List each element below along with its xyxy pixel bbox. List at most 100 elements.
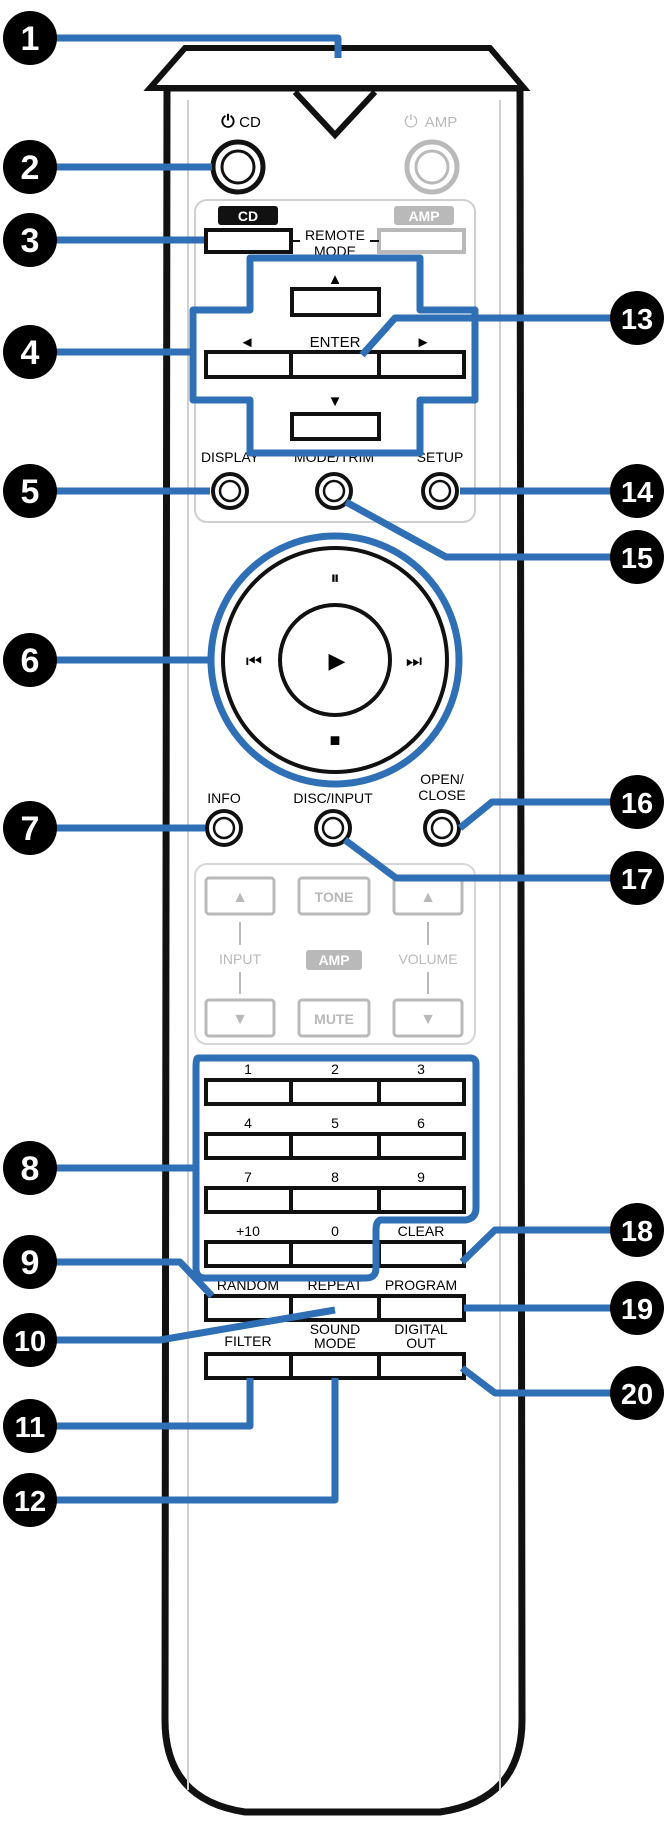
amp-power-button[interactable]	[404, 139, 460, 195]
callout-badge-5	[3, 464, 57, 518]
callout-badge-6	[3, 633, 57, 687]
row-a: DISPLAY MODE/TRIM SETUP	[201, 449, 463, 510]
callout-badge-8	[3, 1141, 57, 1195]
amp-power-icon: ⏻	[404, 112, 418, 131]
row-b: INFO DISC/INPUT OPEN/ CLOSE	[205, 771, 466, 847]
tone-button[interactable]	[297, 876, 371, 916]
key-4-label: 4	[244, 1115, 252, 1131]
mute-button[interactable]	[297, 998, 371, 1038]
cursor-highlight	[189, 254, 479, 457]
digital-out-button[interactable]	[377, 1352, 466, 1380]
cursor-down-button[interactable]	[290, 412, 381, 441]
callout-line-12	[42, 1378, 339, 1504]
key-1-button[interactable]	[204, 1078, 293, 1106]
filter-button[interactable]	[204, 1352, 293, 1380]
amp-section: ▲ TONE ▲ INPUT AMP VOLUME ▼ MUTE ▼	[194, 863, 476, 1045]
amp-power: ⏻ AMP	[404, 112, 460, 195]
display-label: DISPLAY	[201, 449, 260, 465]
callout-badge-11	[3, 1399, 57, 1453]
key-1-label: 1	[244, 1061, 252, 1077]
cursor-left-glyph: ◄	[240, 334, 255, 351]
cursor-up-glyph: ▲	[328, 271, 343, 288]
key-8-button[interactable]	[289, 1186, 381, 1214]
cursor-up-button[interactable]	[290, 287, 381, 317]
pause-icon[interactable]: ⏸	[331, 568, 340, 588]
mute-label: MUTE	[314, 1011, 354, 1027]
callout-badge-2	[3, 140, 57, 194]
play-button[interactable]	[278, 603, 392, 717]
key-5-button[interactable]	[289, 1132, 381, 1160]
callout-badge-16	[610, 775, 664, 829]
info-button[interactable]	[205, 809, 243, 847]
filter-label: FILTER	[224, 1333, 271, 1349]
cursor-left-button[interactable]	[204, 350, 293, 379]
callout-number-16: 16	[621, 788, 653, 820]
callout-number-13: 13	[621, 304, 653, 336]
disc-input-label: DISC/INPUT	[293, 790, 373, 806]
cursor-right-button[interactable]	[377, 350, 466, 379]
setup-button[interactable]	[421, 472, 459, 510]
cd-power-button[interactable]	[210, 139, 266, 195]
amp-section-tag-text: AMP	[318, 952, 349, 968]
volume-up-glyph: ▲	[420, 889, 436, 906]
callout-line-11	[42, 1378, 254, 1430]
callout-line-13	[359, 314, 620, 358]
input-up-button[interactable]	[204, 876, 276, 916]
open-close-label-1: OPEN/	[420, 771, 464, 787]
callout-number-2: 2	[21, 149, 40, 187]
key-7-button[interactable]	[204, 1186, 293, 1214]
callout-line-10	[42, 1306, 336, 1344]
callout-badges: 1 2 3 4 5 6 7 8 9 10 11 12 13 14 15 16 1	[3, 11, 664, 1527]
key-5-label: 5	[331, 1115, 339, 1131]
key-0-button[interactable]	[289, 1240, 381, 1268]
key-0-label: 0	[331, 1223, 339, 1239]
callout-line-16	[457, 798, 620, 831]
input-down-button[interactable]	[204, 998, 276, 1038]
amp-power-label: AMP	[425, 114, 458, 131]
open-close-button[interactable]	[423, 809, 461, 847]
key-4-button[interactable]	[204, 1132, 293, 1160]
callout-number-9: 9	[21, 1244, 40, 1282]
volume-down-button[interactable]	[392, 998, 464, 1038]
prev-icon[interactable]: ⏮	[246, 651, 262, 671]
remote-mode-amp-button[interactable]	[377, 228, 466, 254]
key-6-button[interactable]	[377, 1132, 466, 1160]
clear-label: CLEAR	[398, 1223, 445, 1239]
key-6-label: 6	[417, 1115, 425, 1131]
key-9-button[interactable]	[377, 1186, 466, 1214]
callout-number-10: 10	[14, 1326, 46, 1358]
open-close-label-2: CLOSE	[418, 787, 465, 803]
callout-line-1	[40, 34, 342, 58]
callout-badge-18	[610, 1203, 664, 1257]
callout-number-4: 4	[21, 334, 40, 372]
mode-trim-button[interactable]	[315, 472, 353, 510]
next-icon[interactable]: ⏭	[406, 651, 422, 671]
clear-button[interactable]	[377, 1240, 466, 1268]
key-8-label: 8	[331, 1169, 339, 1185]
cursor-right-glyph: ►	[416, 334, 431, 351]
callout-number-15: 15	[621, 543, 653, 575]
display-button[interactable]	[211, 472, 249, 510]
disc-input-button[interactable]	[314, 809, 352, 847]
cursor-cluster: ▲ ◄ ENTER ► ▼	[204, 271, 466, 441]
stop-icon[interactable]: ■	[330, 730, 341, 750]
remote-mode-cd-button[interactable]	[204, 228, 293, 254]
key-2-button[interactable]	[289, 1078, 381, 1106]
sound-mode-button[interactable]	[289, 1352, 381, 1380]
callout-line-15	[344, 498, 620, 561]
program-button[interactable]	[377, 1294, 466, 1322]
callout-number-5: 5	[21, 473, 40, 511]
amp-panel	[194, 863, 476, 1045]
number-keypad: 1 2 3 4 5 6 7 8 9 +10 0 CLEAR	[204, 1061, 466, 1268]
program-label: PROGRAM	[385, 1277, 457, 1293]
callout-badge-3	[3, 213, 57, 267]
amp-section-tag	[306, 950, 362, 970]
amp-mode-tag	[394, 206, 454, 225]
digital-out-label-2: OUT	[406, 1335, 436, 1351]
key-plus10-button[interactable]	[204, 1240, 293, 1268]
key-3-button[interactable]	[377, 1078, 466, 1106]
cd-mode-tag-text: CD	[238, 208, 258, 224]
callout-number-18: 18	[621, 1216, 653, 1248]
transport-ring: ⏸ ⏮ ▶ ⏭ ■	[221, 546, 449, 774]
